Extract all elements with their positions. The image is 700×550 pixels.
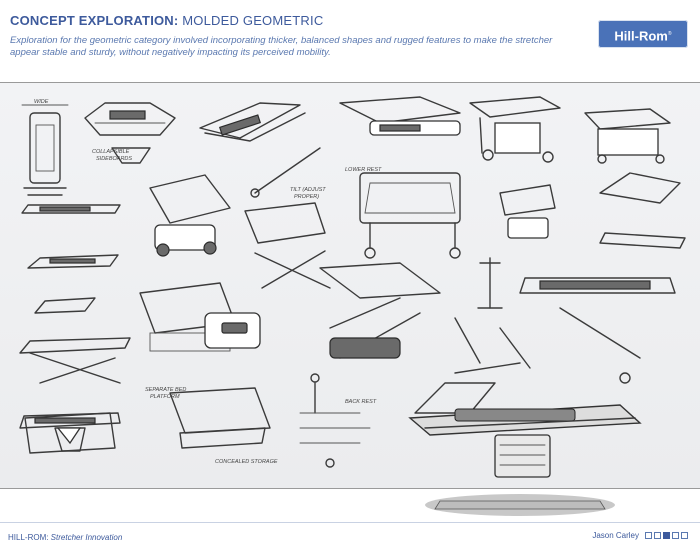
sketch-recliner-right: [599, 172, 686, 249]
sketch-bed-storage: [24, 412, 116, 454]
note-wide: WIDE: [34, 99, 49, 105]
page-indicator-2[interactable]: [654, 532, 661, 539]
footer-project: Stretcher Innovation: [48, 533, 123, 542]
sketch-platform: SEPARATE BED PLATFORM CONCEALED STORAGE: [145, 387, 278, 465]
note-separate-bed: SEPARATE BED: [145, 387, 186, 393]
page-indicator-4[interactable]: [672, 532, 679, 539]
sketch-stretcher-3quarter: [149, 174, 231, 257]
sketch-bed-right-wide: [519, 277, 676, 384]
footer-brand: HILL-ROM: Stretcher Innovation: [8, 533, 122, 542]
sketch-bed-flat-1: [21, 204, 121, 214]
sketch-plan-view: WIDE: [21, 99, 69, 196]
sketch-cart-center: LOWER REST: [345, 167, 461, 259]
logo-text: Hill-Rom: [614, 28, 668, 44]
note-sideboards: SIDEBOARDS: [96, 156, 132, 162]
footer-author-pages: Jason Carley: [592, 531, 688, 540]
sketch-cart-small: [499, 184, 556, 239]
sketch-stretcher-wheels: [469, 96, 561, 163]
note-tilt: TILT (ADJUST: [290, 187, 326, 193]
page-indicator-5[interactable]: [681, 532, 688, 539]
sketch-bed-flat-2: [27, 254, 119, 269]
sketch-stretcher-mid: [244, 202, 331, 289]
sketch-bed-winged: COLLAPSIBLE SIDEBOARDS: [84, 102, 176, 164]
footer-author: Jason Carley: [592, 531, 639, 540]
sketch-bed-molded-1: [199, 102, 306, 142]
note-concealed: CONCEALED STORAGE: [215, 459, 278, 465]
note-platform: PLATFORM: [150, 394, 180, 400]
sketch-stand: [477, 257, 503, 309]
hill-rom-logo: Hill-Rom®: [598, 20, 688, 48]
sketch-bed-cutout: [204, 312, 261, 349]
page-title: CONCEPT EXPLORATION: MOLDED GEOMETRIC: [10, 13, 323, 28]
sketch-lever: TILT (ADJUST PROPER): [250, 147, 326, 200]
logo-mark: ®: [667, 31, 672, 37]
note-back-rest: BACK REST: [345, 399, 377, 405]
sketch-bed-bumper: [339, 96, 461, 136]
footer-rule: [0, 522, 700, 523]
note-collapsible: COLLAPSIBLE: [92, 149, 130, 155]
title-rest: MOLDED GEOMETRIC: [178, 13, 324, 28]
title-strong: CONCEPT EXPLORATION:: [10, 13, 179, 28]
sketch-lift-center: [319, 262, 441, 359]
sketch-hero-stretcher: [408, 382, 642, 478]
concept-sketches: WIDE COLLAPSIBLE SIDEBOARDS: [19, 96, 686, 478]
sketch-diagram-lines: BACK REST: [299, 373, 377, 468]
hero-base-shadow: [425, 494, 615, 516]
page-indicator-1[interactable]: [645, 532, 652, 539]
note-lower-rest: LOWER REST: [345, 167, 382, 173]
page-subtitle: Exploration for the geometric category i…: [10, 35, 553, 58]
page-header: CONCEPT EXPLORATION: MOLDED GEOMETRIC Ex…: [0, 0, 700, 82]
sketch-bed-flat-3: [19, 297, 131, 384]
sketch-canvas: WIDE COLLAPSIBLE SIDEBOARDS: [0, 82, 700, 489]
footer-brand-name: HILL-ROM:: [8, 533, 49, 542]
note-proper: PROPER): [294, 194, 319, 200]
page-indicator-3[interactable]: [663, 532, 670, 539]
sketch-arms: [454, 317, 531, 374]
sketch-stretcher-right: [584, 108, 671, 164]
